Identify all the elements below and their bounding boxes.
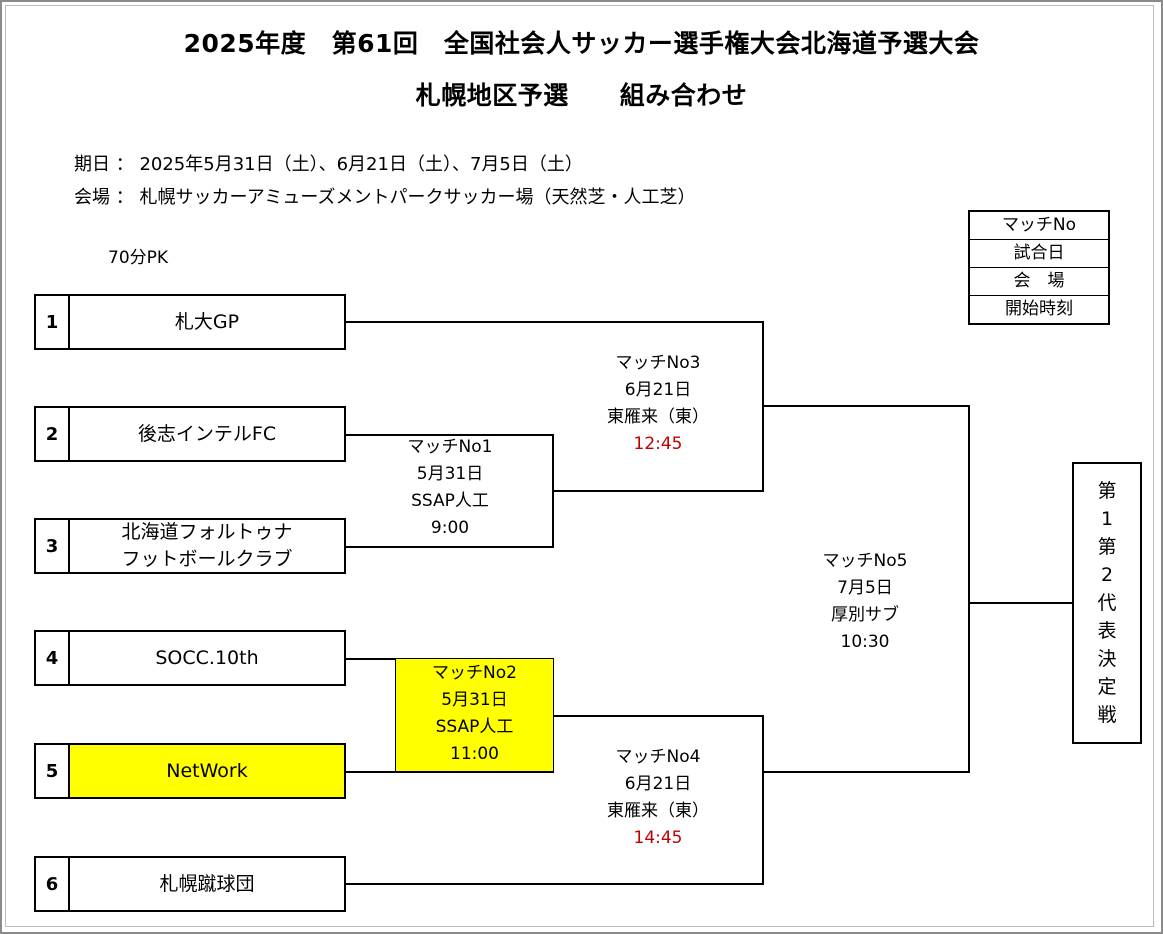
page-title: 2025年度 第61回 全国社会人サッカー選手権大会北海道予選大会: [183, 29, 980, 58]
match-number: マッチNo1: [407, 437, 493, 457]
team-box-5: 5 NetWork: [34, 743, 346, 799]
match-venue: 厚別サブ: [831, 605, 899, 625]
team-name: NetWork: [166, 759, 248, 782]
bracket-line: [552, 490, 764, 492]
team-box-3: 3 北海道フォルトゥナ フットボールクラブ: [34, 518, 346, 574]
match-venue: SSAP人工: [411, 491, 489, 511]
team-box-2: 2 後志インテルFC: [34, 406, 346, 462]
match-venue: 東雁来（東）: [607, 801, 709, 821]
final-label-char: 第: [1097, 536, 1117, 558]
match-info-4: マッチNo4 6月21日 東雁来（東） 14:45: [588, 744, 728, 852]
bracket-line: [762, 715, 764, 885]
team-name: 後志インテルFC: [137, 422, 277, 445]
match-venue: 東雁来（東）: [607, 407, 709, 427]
legend-venue: 会 場: [970, 268, 1108, 296]
venue-info: 会場 ： 札幌サッカーアミューズメントパークサッカー場（天然芝・人工芝）: [74, 187, 696, 208]
match-number: マッチNo4: [615, 747, 701, 767]
page-subtitle: 札幌地区予選 組み合わせ: [415, 81, 748, 110]
match-venue: SSAP人工: [435, 717, 514, 737]
match-info-5: マッチNo5 7月5日 厚別サブ 10:30: [795, 548, 935, 656]
bracket-line: [762, 405, 970, 407]
team-name: SOCC.10th: [155, 646, 259, 669]
final-label-char: 1: [1100, 508, 1114, 530]
final-representative-box: 第 1 第 2 代 表 決 定 戦: [1072, 462, 1142, 744]
final-label-char: 定: [1097, 676, 1117, 698]
team-name: 札幌蹴球団: [159, 872, 255, 895]
match-rule: 70分PK: [108, 248, 169, 268]
legend-box: マッチNo 試合日 会 場 開始時刻: [968, 210, 1110, 325]
match-time: 10:30: [840, 632, 890, 652]
team-box-4: 4 SOCC.10th: [34, 630, 346, 686]
match-info-1: マッチNo1 5月31日 SSAP人工 9:00: [380, 434, 520, 542]
team-name-line2: フットボールクラブ: [121, 548, 293, 570]
final-label-char: 第: [1097, 480, 1117, 502]
match-number: マッチNo3: [615, 353, 701, 373]
bracket-line: [346, 546, 554, 548]
bracket-line: [346, 434, 554, 436]
bracket-line: [968, 405, 970, 773]
legend-match-no: マッチNo: [970, 212, 1108, 240]
final-label-char: 決: [1097, 648, 1117, 670]
match-date: 6月21日: [624, 774, 692, 794]
team-number: 4: [36, 632, 70, 684]
team-name-line1: 北海道フォルトゥナ: [121, 521, 293, 543]
bracket-line: [346, 321, 764, 323]
bracket-line: [346, 771, 554, 773]
final-label-char: 代: [1097, 592, 1117, 614]
final-label-char: 戦: [1097, 704, 1117, 726]
match-date: 7月5日: [837, 578, 893, 598]
match-info-3: マッチNo3 6月21日 東雁来（東） 12:45: [588, 350, 728, 458]
match-time: 14:45: [633, 828, 683, 848]
final-label-char: 2: [1100, 564, 1114, 586]
legend-start-time: 開始時刻: [1005, 299, 1073, 319]
team-box-1: 1 札大GP: [34, 294, 346, 350]
team-number: 2: [36, 408, 70, 460]
match-time: 9:00: [430, 518, 470, 538]
match-time: 11:00: [450, 744, 499, 764]
bracket-line: [552, 715, 764, 717]
team-number: 5: [36, 745, 70, 797]
team-box-6: 6 札幌蹴球団: [34, 856, 346, 912]
team-number: 6: [36, 858, 70, 910]
final-label-char: 表: [1097, 620, 1117, 642]
dates-info: 期日 ： 2025年5月31日（土）、6月21日（土）、7月5日（土）: [74, 154, 583, 175]
team-number: 3: [36, 520, 70, 572]
match-info-2: マッチNo2 5月31日 SSAP人工 11:00: [395, 658, 554, 772]
page-frame-inner: [5, 5, 1154, 927]
team-name: 札大GP: [174, 310, 240, 333]
team-number: 1: [36, 296, 70, 348]
match-number: マッチNo5: [822, 551, 908, 571]
match-date: 6月21日: [624, 380, 692, 400]
bracket-line: [968, 602, 1072, 604]
bracket-line: [762, 771, 970, 773]
match-date: 5月31日: [441, 690, 508, 710]
match-number: マッチNo2: [432, 663, 517, 683]
match-date: 5月31日: [416, 464, 484, 484]
legend-date: 試合日: [970, 240, 1108, 268]
bracket-line: [346, 883, 764, 885]
match-time: 12:45: [633, 434, 683, 454]
